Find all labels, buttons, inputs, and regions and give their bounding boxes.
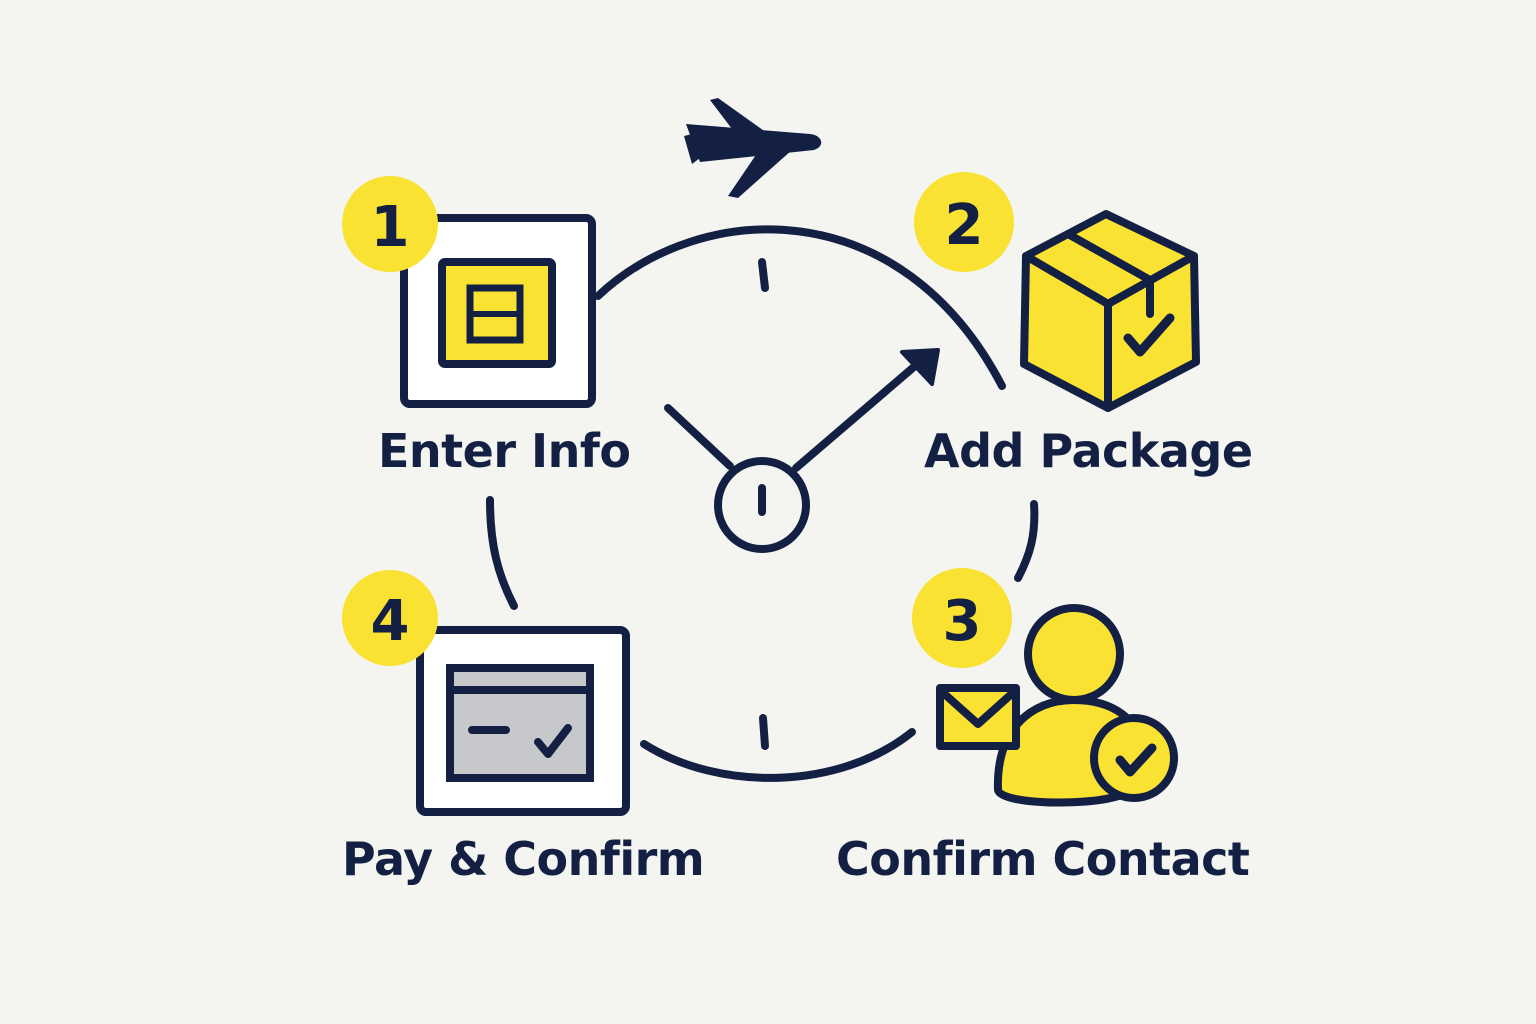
check-badge-icon <box>1090 714 1178 802</box>
svg-text:1: 1 <box>371 195 410 260</box>
step-3-label: Confirm Contact <box>836 832 1250 886</box>
card-panel <box>446 664 594 782</box>
step-1-badge: 1 <box>342 176 438 272</box>
svg-text:2: 2 <box>945 193 984 258</box>
svg-text:4: 4 <box>371 589 410 654</box>
step-4-badge: 4 <box>342 570 438 666</box>
arc-step2-to-step3 <box>1014 500 1039 582</box>
clock-icon <box>664 348 940 553</box>
package-check-icon <box>1020 210 1200 412</box>
payment-card-check-icon <box>416 626 630 816</box>
tick-top <box>758 258 769 292</box>
tick-bottom <box>759 714 769 750</box>
step-2-badge: 2 <box>914 172 1014 272</box>
step-3-badge: 3 <box>912 568 1012 668</box>
cycle-connectors <box>486 225 1039 782</box>
arc-step3-to-step4 <box>640 728 916 782</box>
airplane-icon <box>684 98 822 198</box>
arc-step4-to-step1 <box>486 496 518 610</box>
step-1-label: Enter Info <box>378 424 631 478</box>
user-check-envelope-icon <box>936 604 1178 807</box>
step-2-label: Add Package <box>924 424 1253 478</box>
svg-text:3: 3 <box>943 589 982 654</box>
step-1-icon-form <box>400 214 596 408</box>
envelope-icon <box>936 684 1020 750</box>
step-4-label: Pay & Confirm <box>342 832 705 886</box>
user-head <box>1024 604 1124 704</box>
arc-step1-to-step2 <box>594 225 1006 390</box>
